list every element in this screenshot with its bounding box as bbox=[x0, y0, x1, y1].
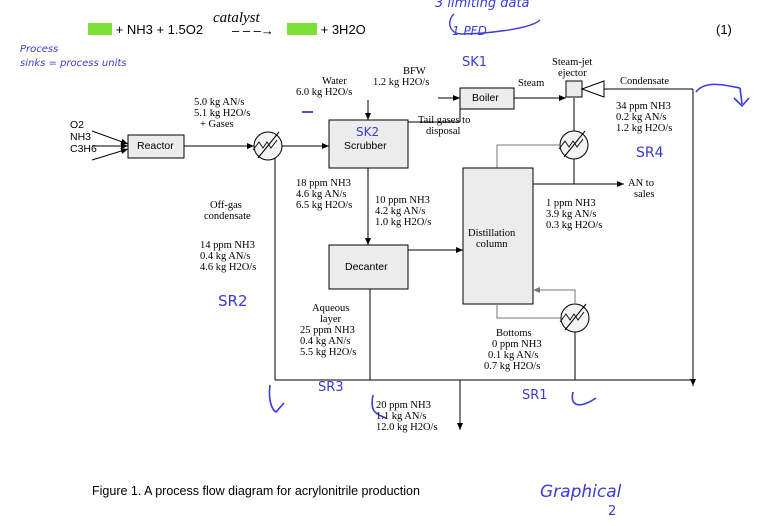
equation-right: + 3H2O bbox=[320, 22, 366, 37]
tail-gas-label: Tail gases to disposal bbox=[418, 115, 471, 137]
equation-left: + NH3 + 1.5O2 bbox=[115, 22, 204, 37]
wastewater-stream: 20 ppm NH3 1.1 kg AN/s 12.0 kg H2O/s bbox=[376, 400, 438, 433]
bottoms-stream: Bottoms 0 ppm NH3 0.1 kg AN/s 0.7 kg H2O… bbox=[484, 328, 542, 372]
annotation-sk1: SK1 bbox=[462, 55, 488, 70]
condensate-stream: 34 ppm NH3 0.2 kg AN/s 1.2 kg H2O/s bbox=[616, 101, 673, 134]
steam-label: Steam bbox=[518, 78, 545, 89]
annotation-graphical-num: 2 bbox=[608, 504, 617, 519]
annotation-graphical: Graphical bbox=[540, 482, 622, 502]
highlight-mark bbox=[88, 23, 112, 35]
annotation-sk2: SK2 bbox=[356, 125, 380, 139]
figure-caption: Figure 1. A process flow diagram for acr… bbox=[92, 484, 420, 498]
equation-right-wrap: + 3H2O bbox=[287, 22, 366, 37]
reactor-label: Reactor bbox=[137, 140, 174, 152]
annotation-sr4: SR4 bbox=[636, 145, 664, 161]
decanter-box bbox=[328, 244, 409, 290]
water-inlet: Water 6.0 kg H2O/s bbox=[296, 76, 353, 98]
scrubber-outlet-stream: 18 ppm NH3 4.6 kg AN/s 6.5 kg H2O/s bbox=[296, 178, 353, 211]
distillation-label: Distillation column bbox=[468, 228, 516, 250]
feed-labels: O2 NH3 C3H6 bbox=[70, 119, 97, 155]
highlight-mark bbox=[287, 23, 317, 35]
annotation-sinks: sinks = process units bbox=[20, 58, 127, 69]
equation-number: (1) bbox=[716, 22, 732, 37]
distillation-column bbox=[462, 167, 534, 305]
annotation-sr2: SR2 bbox=[218, 292, 248, 310]
catalyst-label: catalyst bbox=[213, 10, 260, 26]
steam-jet-ejector bbox=[565, 80, 583, 98]
offgas-label: Off-gas condensate bbox=[204, 200, 251, 222]
decanter-to-column-stream: 10 ppm NH3 4.2 kg AN/s 1.0 kg H2O/s bbox=[375, 195, 432, 228]
top-product-stream: 1 ppm NH3 3.9 kg AN/s 0.3 kg H2O/s bbox=[546, 198, 603, 231]
decanter-label: Decanter bbox=[345, 261, 388, 273]
annotation-pfd: 1 PFD bbox=[452, 24, 487, 38]
bfw-inlet: BFW 1.2 kg H2O/s bbox=[373, 66, 430, 88]
condensate-label: Condensate bbox=[620, 76, 669, 87]
offgas-stream: 14 ppm NH3 0.4 kg AN/s 4.6 kg H2O/s bbox=[200, 240, 257, 273]
boiler-label: Boiler bbox=[472, 92, 499, 104]
aqueous-layer-stream: Aqueous layer 25 ppm NH3 0.4 kg AN/s 5.5… bbox=[300, 303, 357, 358]
annotation-sr1: SR1 bbox=[522, 388, 548, 403]
reaction-equation: + NH3 + 1.5O2 bbox=[88, 22, 203, 37]
annotation-process: Process bbox=[20, 44, 59, 55]
an-sales-label: AN to sales bbox=[628, 178, 655, 200]
annotation-sr3: SR3 bbox=[318, 380, 344, 395]
scrubber-box bbox=[328, 119, 409, 169]
reactor-outlet-stream: 5.0 kg AN/s 5.1 kg H2O/s + Gases bbox=[194, 97, 251, 130]
steam-jet-label: Steam-jet ejector bbox=[552, 57, 593, 79]
reaction-arrow: – – –→ bbox=[232, 23, 274, 38]
annotation-limiting: 3 limiting data bbox=[435, 0, 530, 11]
scrubber-label: Scrubber bbox=[344, 140, 387, 152]
